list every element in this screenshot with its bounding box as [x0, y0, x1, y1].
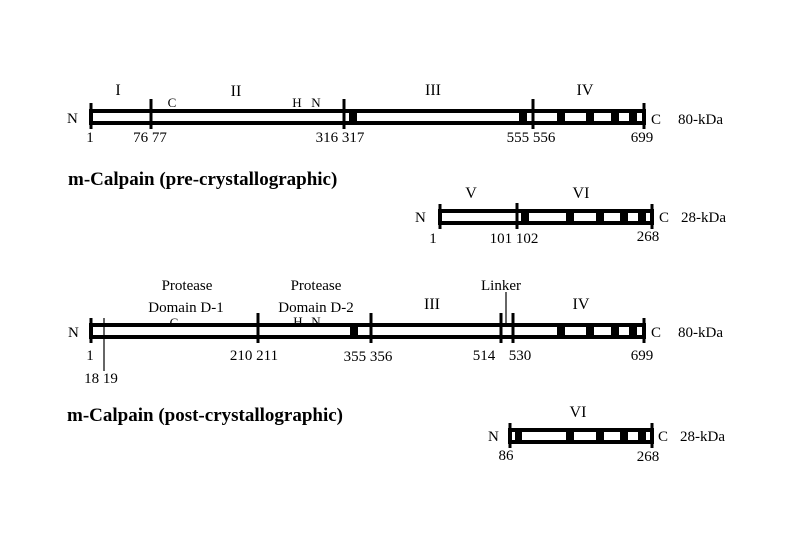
- post-large-residue-number: 18 19: [84, 371, 118, 387]
- pre-large-ef-hand: [629, 111, 637, 123]
- post-large-residue-number: 1: [86, 348, 94, 364]
- pre-large-residue-number: 76 77: [133, 130, 167, 146]
- pre-large-size-label: 80-kDa: [678, 112, 723, 128]
- post-large-protease1-line2: Domain D-1: [148, 300, 223, 316]
- post-large-block: [350, 325, 358, 337]
- pre-large-ef-hand: [611, 111, 619, 123]
- post-large-residue-n: N: [311, 314, 321, 329]
- post-small-c-label: C: [658, 429, 668, 445]
- post-large-ef-hand: [557, 325, 565, 337]
- post-small-n-label: N: [488, 429, 499, 445]
- post-large-subunit: Protease Domain D-1 Protease Domain D-2 …: [68, 278, 723, 387]
- post-large-protease1-line1: Protease: [162, 278, 213, 294]
- post-small-ef-hand: [515, 430, 522, 442]
- pre-small-ef-hand: [566, 211, 574, 223]
- pre-large-ef-hand: [586, 111, 594, 123]
- post-small-ef-hand: [596, 430, 604, 442]
- pre-large-block: [519, 111, 527, 123]
- pre-small-domain-vi: VI: [573, 185, 590, 202]
- pre-large-residue-h: H: [292, 95, 301, 110]
- pre-small-residue-number: 1: [429, 231, 437, 247]
- post-large-c-label: C: [651, 325, 661, 341]
- pre-small-ef-hand: [638, 211, 646, 223]
- post-small-ef-hand: [638, 430, 646, 442]
- pre-large-domain-ii: II: [231, 83, 242, 100]
- post-large-residue-number: 210 211: [230, 348, 278, 364]
- post-large-residue-number: 514: [473, 348, 496, 364]
- pre-small-domain-v: V: [465, 185, 477, 202]
- post-small-bar: [508, 428, 654, 444]
- pre-small-n-label: N: [415, 210, 426, 226]
- post-large-ef-hand: [586, 325, 594, 337]
- pre-large-residue-number: 699: [631, 130, 654, 146]
- pre-small-size-label: 28-kDa: [681, 210, 726, 226]
- post-large-residue-number: 355 356: [344, 349, 393, 365]
- pre-small-ef-hand: [596, 211, 604, 223]
- pre-title: m-Calpain (pre-crystallographic): [68, 169, 337, 190]
- pre-small-c-label: C: [659, 210, 669, 226]
- pre-large-residue-number: 316 317: [316, 130, 365, 146]
- pre-small-ef-hand: [521, 211, 529, 223]
- pre-large-domain-iii: III: [425, 82, 441, 99]
- post-small-ef-hand: [566, 430, 574, 442]
- pre-large-domain-iv: IV: [577, 82, 594, 99]
- post-small-domain-vi: VI: [570, 404, 587, 421]
- post-large-domain-iv: IV: [573, 296, 590, 313]
- pre-large-c-label: C: [651, 112, 661, 128]
- post-large-protease2-line1: Protease: [291, 278, 342, 294]
- post-small-residue-number: 86: [499, 448, 515, 464]
- post-large-residue-number: 699: [631, 348, 654, 364]
- pre-small-subunit: V VI N C 28-kDa 1 101 102 268: [415, 185, 726, 247]
- post-large-ef-hand: [611, 325, 619, 337]
- post-small-subunit: VI N C 28-kDa 86 268: [488, 404, 725, 465]
- post-large-ef-hand: [629, 325, 637, 337]
- pre-large-n-label: N: [67, 111, 78, 127]
- post-large-residue-c: C: [170, 315, 179, 330]
- pre-small-residue-number: 101 102: [490, 231, 539, 247]
- post-small-ef-hand: [620, 430, 628, 442]
- post-large-domain-iii: III: [424, 296, 440, 313]
- pre-small-residue-number: 268: [637, 229, 660, 245]
- post-small-residue-number: 268: [637, 449, 660, 465]
- pre-large-block: [349, 111, 357, 123]
- post-large-linker-label: Linker: [481, 278, 521, 294]
- pre-large-ef-hand: [557, 111, 565, 123]
- pre-large-residue-number: 1: [86, 130, 94, 146]
- post-small-size-label: 28-kDa: [680, 429, 725, 445]
- post-large-residue-h: H: [293, 314, 302, 329]
- post-large-protease2-line2: Domain D-2: [278, 300, 353, 316]
- pre-small-ef-hand: [620, 211, 628, 223]
- pre-large-residue-number: 555 556: [507, 130, 556, 146]
- post-title: m-Calpain (post-crystallographic): [67, 405, 343, 426]
- post-large-n-label: N: [68, 325, 79, 341]
- pre-large-residue-c: C: [168, 95, 177, 110]
- pre-large-residue-n: N: [311, 95, 321, 110]
- pre-large-domain-i: I: [115, 82, 120, 99]
- post-large-residue-number: 530: [509, 348, 532, 364]
- pre-large-subunit: I II III IV C H N N C 80-kDa 1 76 77 316…: [67, 82, 723, 146]
- post-large-size-label: 80-kDa: [678, 325, 723, 341]
